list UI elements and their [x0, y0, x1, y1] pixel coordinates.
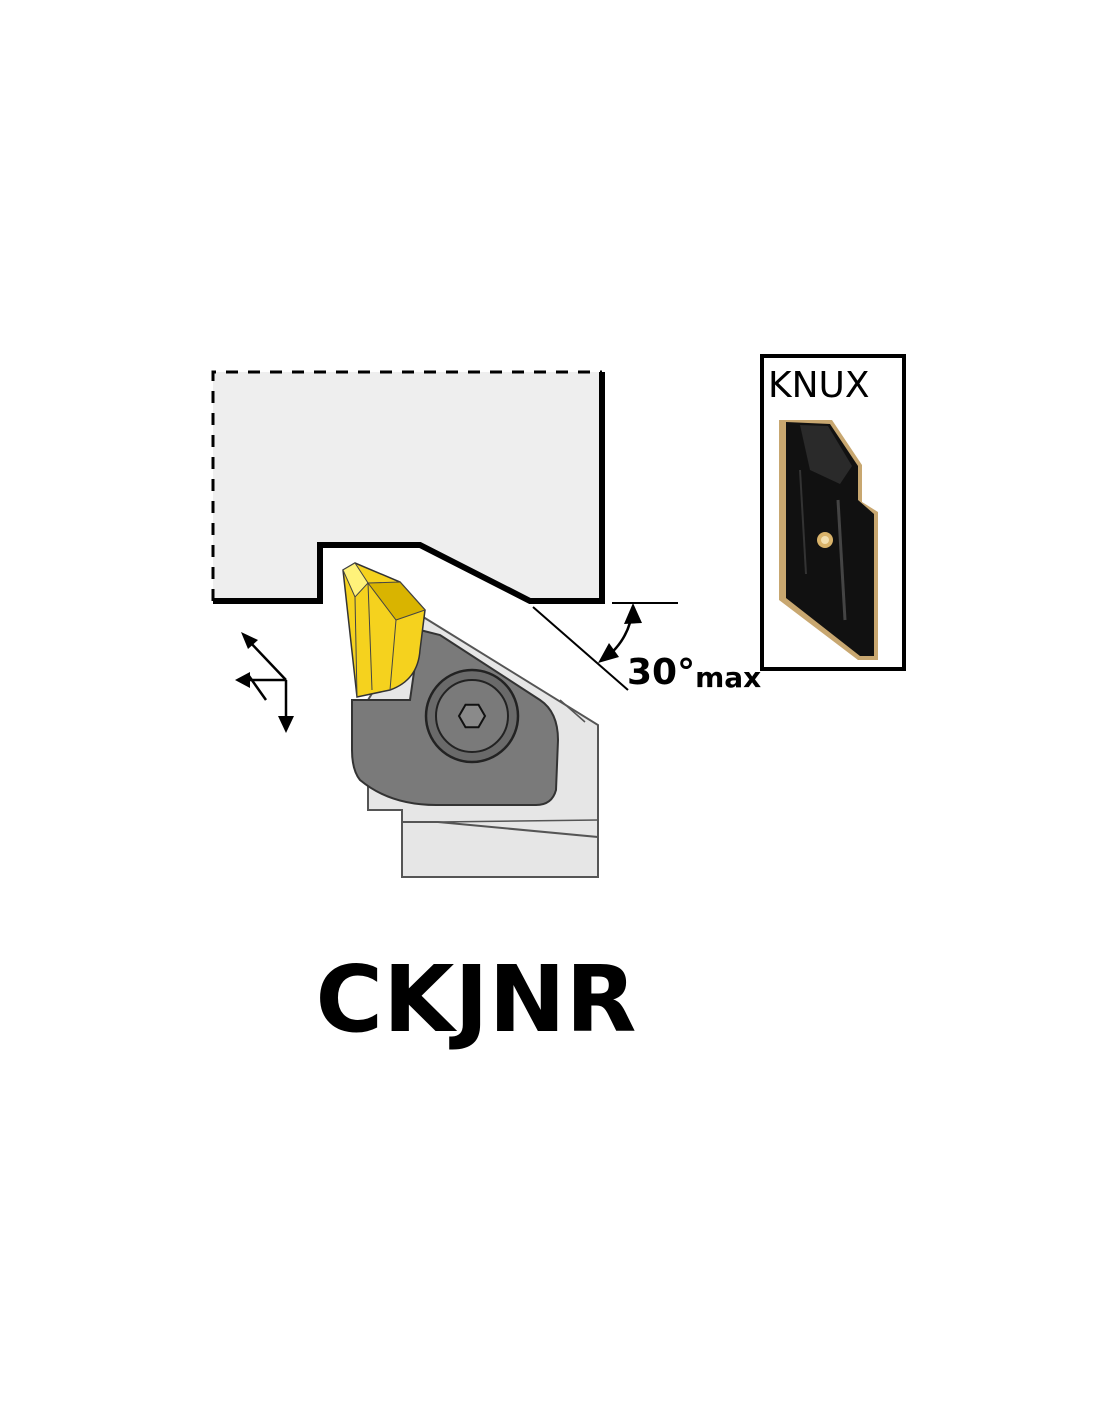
- cutting-insert: [342, 562, 426, 698]
- workpiece: [211, 370, 605, 604]
- insert-photo-groove: [799, 469, 807, 575]
- insert-photo: [779, 420, 878, 660]
- insert-edge-line-2: [367, 582, 373, 691]
- angle-arrowhead-bottom: [598, 643, 619, 663]
- feed-arrow-diagonal: [247, 639, 287, 681]
- insert-chipbreaker: [367, 581, 426, 621]
- feed-direction-arrows: [235, 632, 294, 733]
- insert-photo-groove-2: [836, 499, 847, 621]
- feed-arrow-secondary: [247, 675, 268, 701]
- holder-bevel-line: [437, 819, 599, 823]
- angle-reference-line: [532, 606, 629, 691]
- insert-photo-hole-inner: [821, 536, 829, 544]
- angle-arrowhead-top: [624, 603, 642, 624]
- insert-photo-facet: [800, 425, 852, 484]
- angle-dimension: 30°max: [532, 602, 761, 694]
- feed-arrowhead-vertical: [278, 716, 294, 733]
- workpiece-dashed-edge: [211, 370, 602, 601]
- feed-arrowhead-horizontal: [235, 672, 250, 688]
- workpiece-solid-profile: [213, 372, 605, 604]
- insert-edge-line-3: [389, 619, 397, 691]
- workpiece-body: [213, 372, 602, 601]
- clamp: [351, 628, 560, 806]
- hex-socket-icon: [457, 703, 487, 729]
- feed-arrowhead-diagonal: [241, 632, 258, 649]
- holder-edge-line: [559, 699, 586, 723]
- angle-suffix: max: [695, 661, 761, 694]
- holder-code-label: CKJNR: [316, 946, 637, 1053]
- insert-reference-box: KNUX: [760, 354, 906, 671]
- insert-code-label: KNUX: [768, 365, 870, 406]
- angle-value: 30°: [627, 652, 695, 693]
- insert-edge-line-1: [354, 596, 358, 698]
- angle-label: 30°max: [627, 652, 761, 694]
